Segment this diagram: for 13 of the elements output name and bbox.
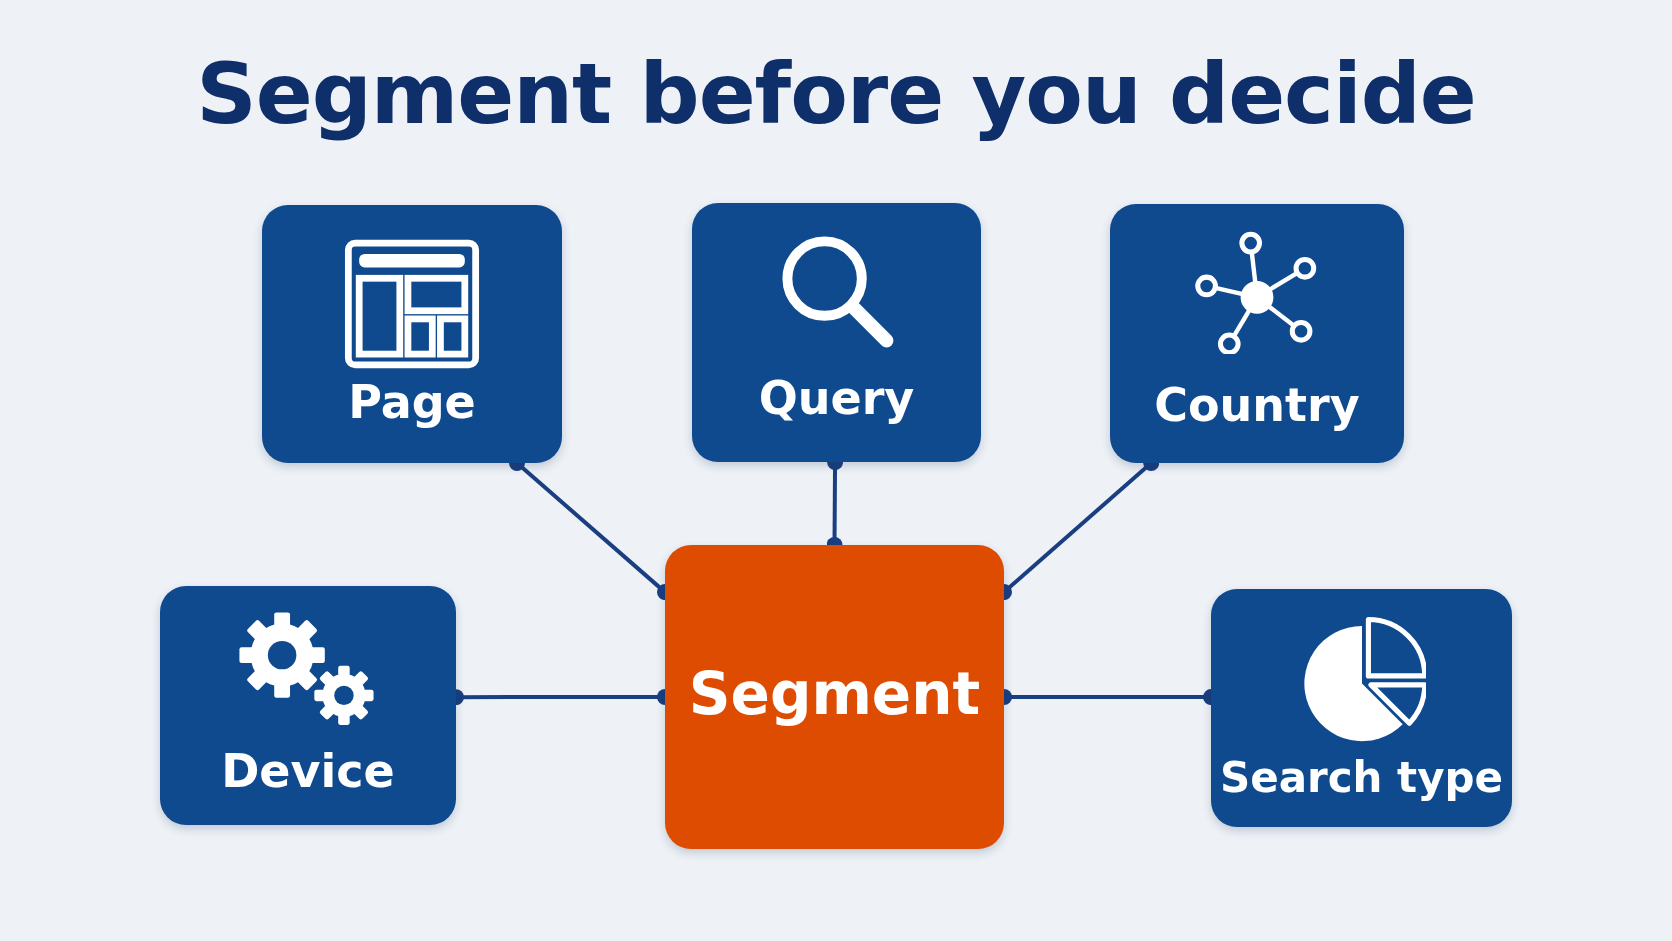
node-label: Device — [220, 746, 396, 797]
node-label: Segment — [687, 663, 982, 727]
diagram-title: Segment before you decide — [196, 45, 1476, 143]
category-card — [692, 203, 981, 462]
node-label: Country — [1153, 380, 1361, 431]
category-card — [1211, 589, 1512, 827]
node-label: Search type — [1218, 755, 1505, 802]
category-card — [262, 205, 562, 463]
node-label: Query — [757, 373, 916, 424]
center-card — [665, 545, 1004, 849]
category-card — [160, 586, 456, 825]
category-card — [1110, 204, 1404, 463]
node-label: Page — [347, 377, 477, 428]
